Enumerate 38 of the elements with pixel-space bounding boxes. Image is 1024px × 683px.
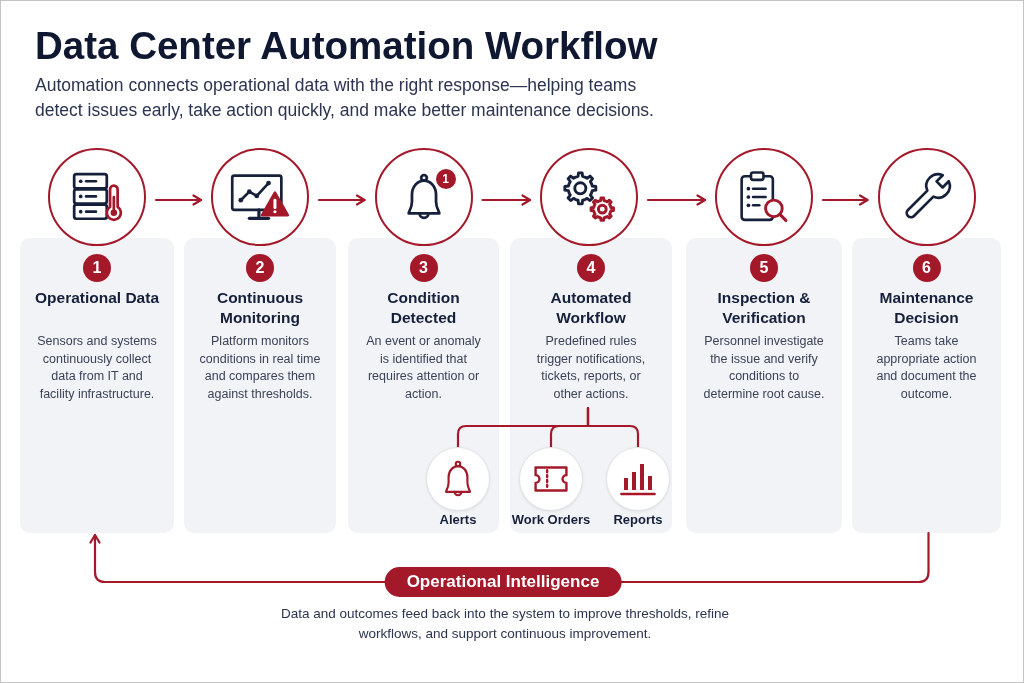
step-number-badge: 2: [246, 254, 274, 282]
arrow: [481, 194, 532, 206]
output-label: Alerts: [439, 512, 477, 528]
step-card: [20, 238, 174, 533]
step-number-badge: 3: [409, 254, 438, 282]
feedback-description: Data and outcomes feed back into the system to improve thresholds, refine workflows, and support continuous improvement.: [280, 605, 730, 643]
step-number-badge: 1: [83, 254, 111, 282]
arrow: [317, 194, 366, 206]
step-description: Personnel investigate the issue and verify conditions to determine root cause.: [702, 333, 826, 403]
subtitle: Automation connects operational data with the right response—helping teams detect issues early, take action quickly, and make better maintenance decisions.: [35, 74, 655, 122]
step-number-badge: 6: [912, 254, 941, 282]
step-card: [184, 238, 336, 533]
step-number-badge: 4: [577, 254, 605, 282]
step-description: Platform monitors conditions in real time and compares them against thresholds.: [198, 333, 322, 403]
edge-label: Operational Intelligence: [384, 567, 622, 597]
step-title: Automated Workflow: [549, 288, 633, 328]
step-card: [852, 238, 1001, 533]
step-card: [510, 238, 672, 533]
output-label: Work Orders: [511, 512, 591, 528]
step-card: [686, 238, 842, 533]
connector-line: [586, 406, 640, 449]
arrow: [154, 194, 203, 206]
step-description: Teams take appropriate action and document the outcome.: [875, 333, 978, 403]
step-title: Continuous Monitoring: [215, 288, 305, 328]
step-title: Condition Detected: [386, 288, 461, 328]
step-card: [348, 238, 499, 533]
arrow: [821, 194, 869, 206]
title: Data Center Automation Workflow: [35, 23, 658, 69]
step-description: Predefined rules trigger notifications, tickets, reports, or other actions.: [535, 333, 647, 403]
step-number-badge: 5: [750, 254, 778, 282]
step-title: Maintenance Decision: [878, 288, 975, 328]
arrow: [646, 194, 707, 206]
output-label: Reports: [613, 512, 663, 528]
step-description: Sensors and systems continuously collect data from IT and facility infrastructure.: [36, 333, 158, 403]
step-title: Operational Data: [34, 288, 161, 308]
step-title: Inspection & Verification: [716, 288, 812, 328]
step-description: An event or anomaly is identified that requires attention or action.: [365, 333, 482, 403]
notification-count-badge: 1: [435, 169, 456, 189]
